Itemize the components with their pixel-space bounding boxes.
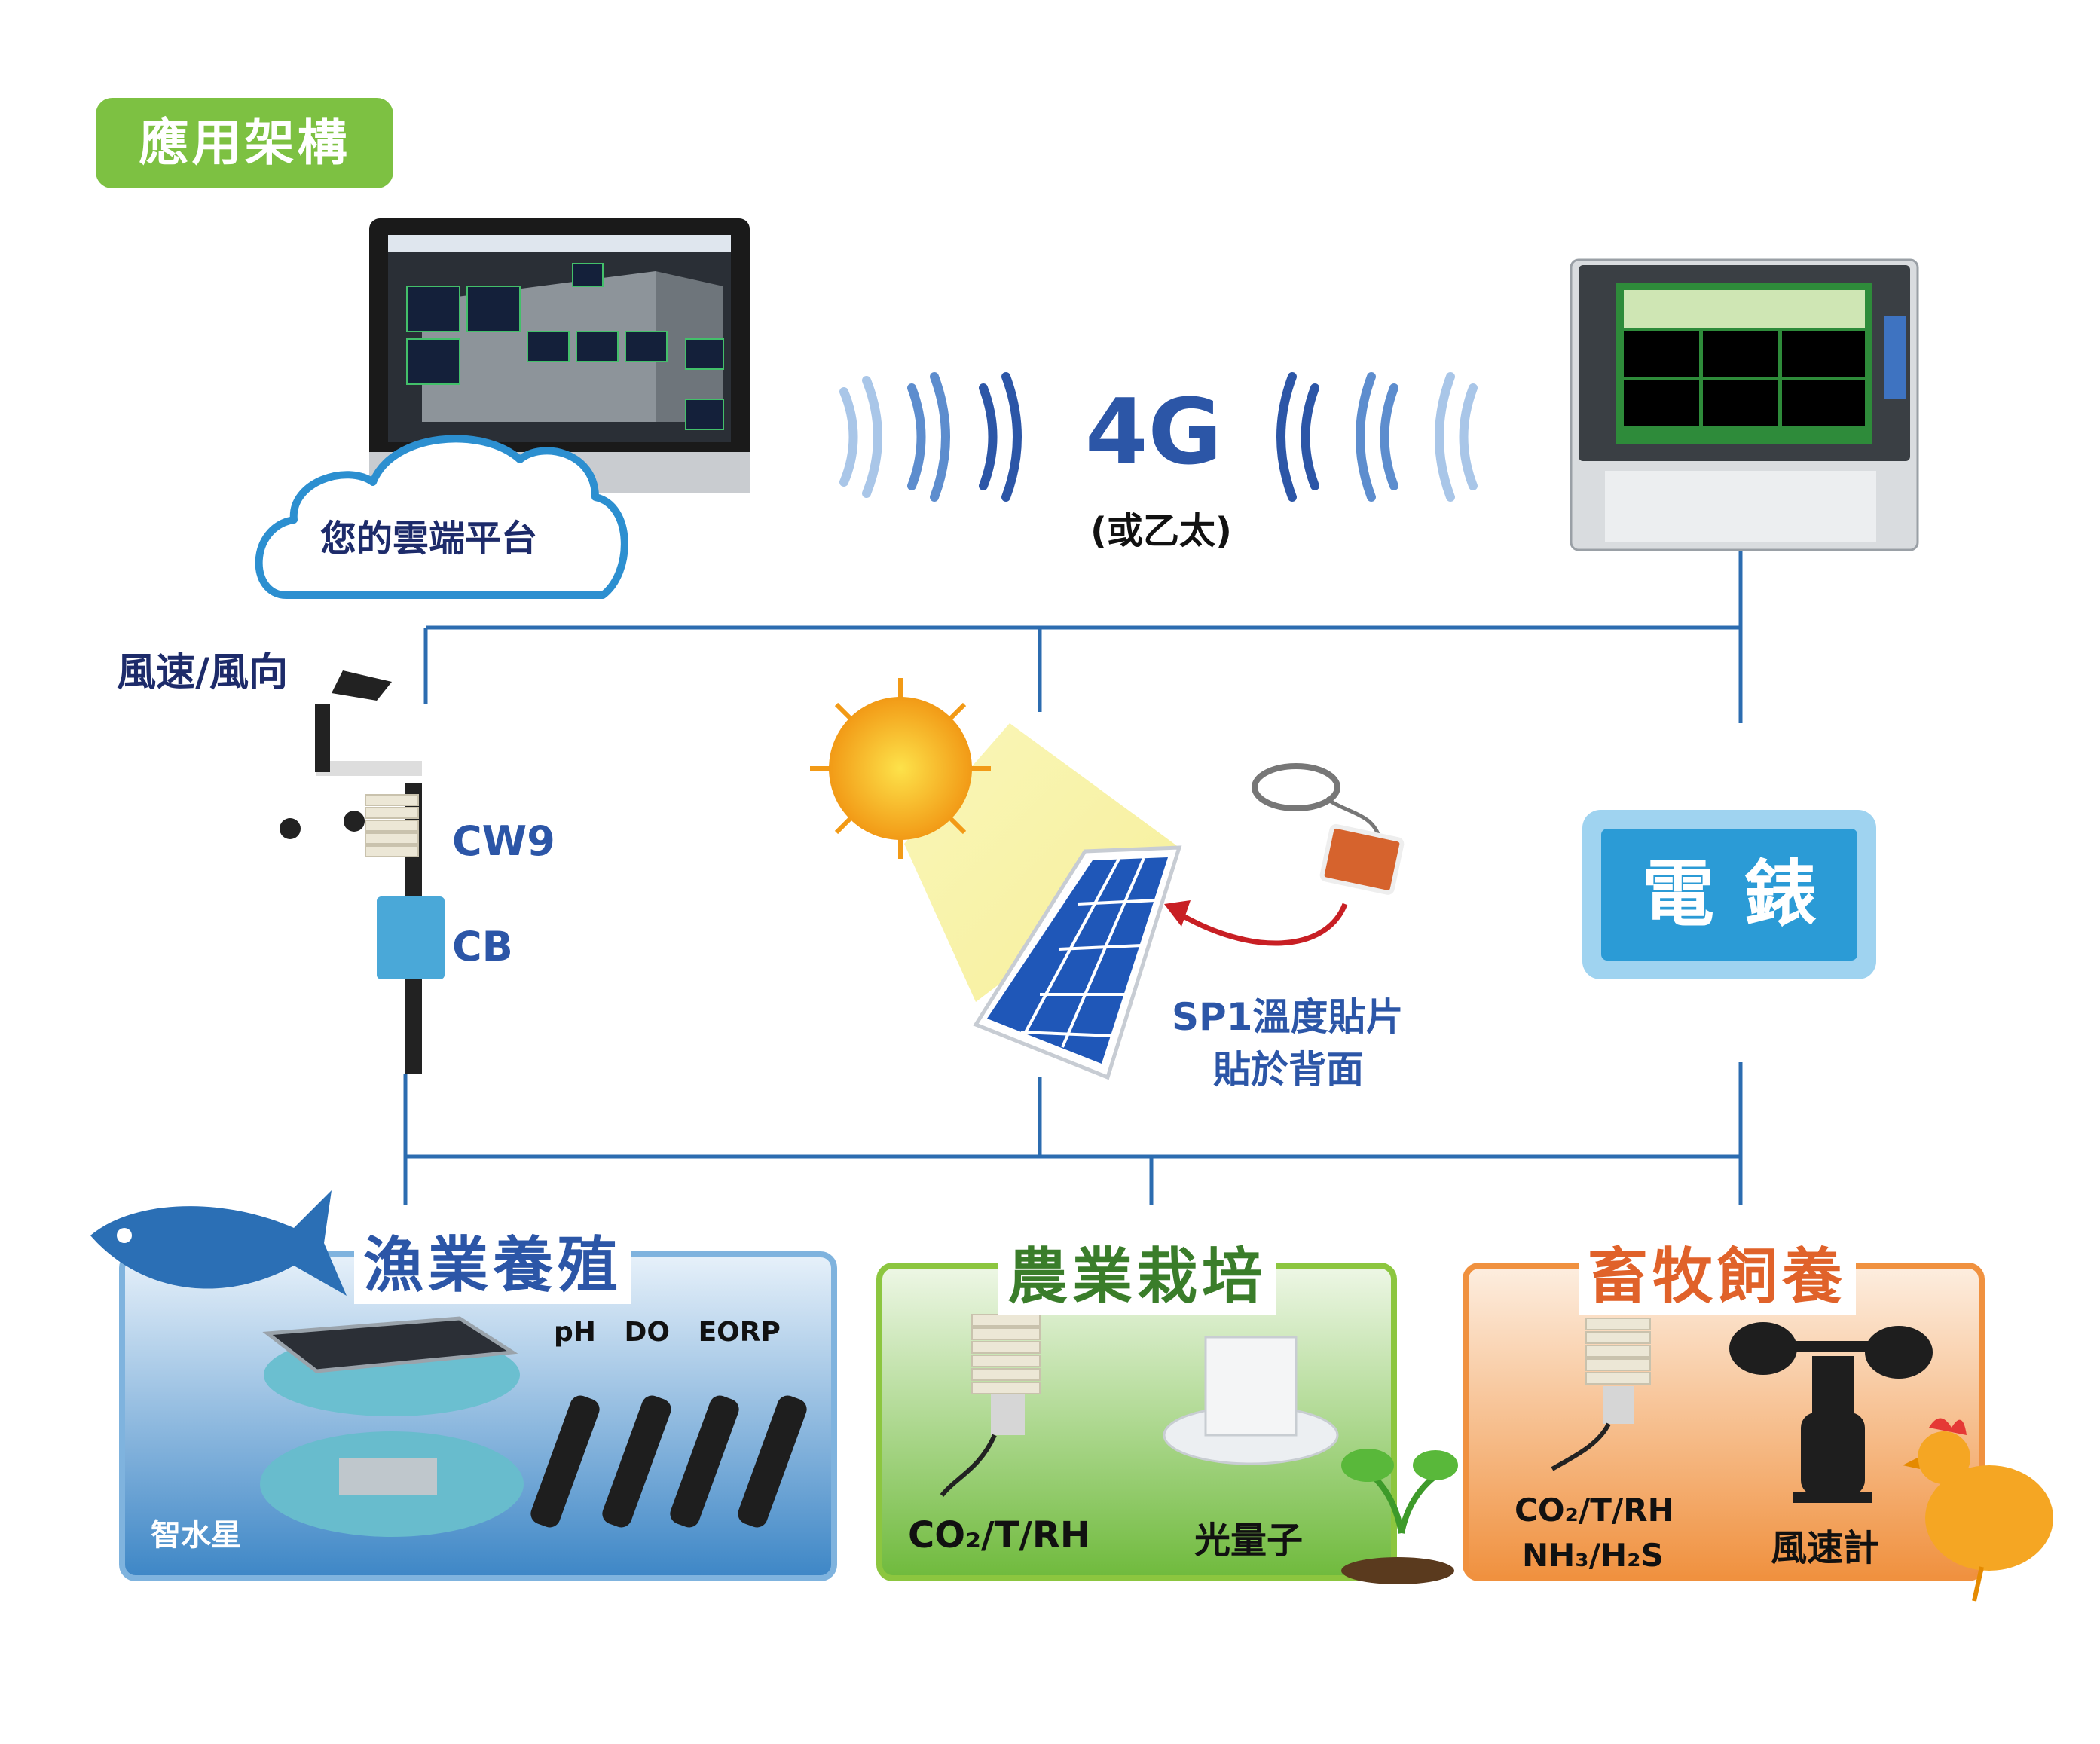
page-title: 應用架構 (96, 98, 393, 188)
monitor-icon (369, 218, 750, 493)
sp1-patch-note: 貼於背面 (1213, 1048, 1364, 1092)
sun-icon (810, 678, 1179, 1002)
fishery-title: 漁業養殖 (354, 1217, 631, 1304)
solar-panel-icon (973, 845, 1182, 1080)
network-4g-label: 4G (1085, 380, 1222, 485)
livestock-title: 畜牧飼養 (1579, 1228, 1856, 1315)
agriculture-sensor1-label: CO₂/T/RH (908, 1514, 1090, 1556)
power-meter-label: 電錶 (1601, 829, 1857, 961)
signal-waves-icon (1276, 372, 1478, 502)
cw9-label: CW9 (452, 817, 555, 865)
cloud-label: 您的雲端平台 (320, 518, 538, 560)
controller-device-icon (1570, 258, 1919, 551)
livestock-sensor2-label: 風速計 (1771, 1527, 1880, 1569)
fishery-device-label: 智水星 (151, 1518, 241, 1553)
fishery-probe-labels: pH DO EORP (554, 1317, 781, 1348)
agriculture-sensor2-label: 光量子 (1194, 1520, 1304, 1562)
network-alt-label: (或乙太) (1090, 510, 1232, 552)
cb-label: CB (452, 923, 513, 970)
temperature-patch-icon (1164, 763, 1405, 946)
connection-lines (403, 542, 1743, 1205)
weather-station-icon (280, 670, 445, 1074)
agriculture-title: 農業栽培 (998, 1228, 1276, 1315)
livestock-sensor1-line1: CO₂/T/RH (1515, 1492, 1674, 1529)
livestock-panel (1463, 1263, 2053, 1602)
signal-waves-icon (839, 372, 1022, 502)
livestock-sensor1-line2: NH₃/H₂S (1522, 1537, 1664, 1574)
cloud-icon (255, 435, 628, 599)
fishery-panel (90, 1190, 837, 1581)
wind-sensor-title: 風速/風向 (117, 650, 288, 695)
sp1-patch-label: SP1溫度貼片 (1172, 995, 1404, 1039)
agriculture-panel (876, 1263, 1458, 1584)
chicken-icon (1903, 1418, 2053, 1602)
